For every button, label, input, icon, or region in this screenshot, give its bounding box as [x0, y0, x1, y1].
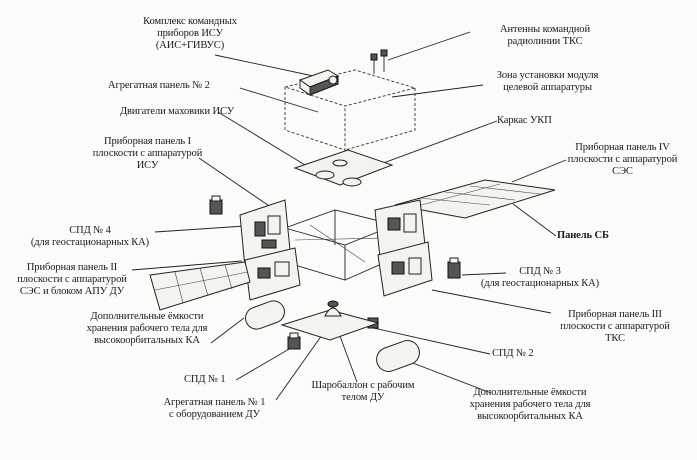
solar-array-right — [394, 179, 556, 219]
label-spd-1: СПД № 1 — [184, 374, 226, 385]
instrument-panel-3 — [377, 241, 433, 297]
label-line: Дополнительные ёмкости — [90, 311, 204, 322]
label-aggregate-panel-1: Агрегатная панель № 1 с оборудованием ДУ — [152, 397, 277, 421]
label-payload-zone: Зона установки модуля целевой аппаратуры — [485, 70, 610, 94]
tank-left — [245, 300, 285, 330]
label-spd-4: СПД № 4 (для геостационарных КА) — [20, 225, 160, 249]
label-line: высокоорбитальных КА — [94, 335, 200, 346]
label-tanks-left: Дополнительные ёмкости хранения рабочего… — [72, 311, 222, 347]
label-line: Дополнительные ёмкости — [473, 387, 587, 398]
tks-antennas — [370, 49, 388, 74]
label-line: плоскости с аппаратурой — [567, 154, 678, 165]
label-spd-2: СПД № 2 — [492, 348, 534, 359]
label-line: Зона установки модуля — [496, 70, 599, 81]
label-line: (для геостационарных КА) — [480, 278, 600, 289]
spd-4-thruster — [209, 195, 223, 215]
label-line: СЭС — [612, 166, 633, 177]
instrument-panel-4 — [374, 199, 426, 259]
label-line: с оборудованием ДУ — [169, 409, 260, 420]
instrument-panel-1 — [239, 199, 291, 269]
label-line: Комплекс командных — [143, 16, 237, 27]
label-isu-complex: Комплекс командных приборов ИСУ (АИС+ГИВ… — [135, 16, 245, 52]
label-line: целевой аппаратуры — [503, 82, 592, 93]
label-instrument-panel-1: Приборная панель I плоскости с аппаратур… — [85, 136, 210, 172]
label-tanks-right: Дополнительные ёмкости хранения рабочего… — [455, 387, 605, 423]
label-line: телом ДУ — [341, 392, 385, 403]
label-line: радиолинии ТКС — [507, 36, 583, 47]
label-line: ИСУ — [136, 160, 159, 171]
label-line: Приборная панель IV — [575, 142, 670, 153]
label-line: ТКС — [605, 333, 625, 344]
label-line: плоскости с аппаратурой — [560, 321, 670, 332]
label-line: (АИС+ГИВУС) — [155, 40, 225, 51]
label-line: СЭС и блоком АПУ ДУ — [19, 286, 125, 297]
label-line: Антенны командной — [500, 24, 590, 35]
label-instrument-panel-2: Приборная панель II плоскости с аппарату… — [8, 262, 136, 298]
label-line: (для геостационарных КА) — [30, 237, 150, 248]
label-line: СПД № 4 — [69, 225, 111, 236]
label-aggregate-panel-2: Агрегатная панель № 2 — [108, 80, 210, 91]
label-instrument-panel-3: Приборная панель III плоскости с аппарат… — [545, 309, 685, 345]
label-flywheel-engines: Двигатели маховики ИСУ — [120, 106, 235, 117]
label-line: Приборная панель I — [104, 136, 191, 147]
spd-1-thruster — [287, 332, 301, 350]
payload-zone-box — [283, 69, 417, 151]
label-line: высокоорбитальных КА — [477, 411, 583, 422]
aggregate-panel-1 — [280, 300, 380, 341]
label-line: хранения рабочего тела для — [469, 399, 591, 410]
label-line: плоскости с аппаратурой — [17, 274, 127, 285]
solar-array-left — [149, 261, 251, 311]
label-line: Агрегатная панель № 1 — [163, 397, 266, 408]
tank-right — [376, 340, 420, 372]
label-line: хранения рабочего тела для — [86, 323, 208, 334]
label-line: плоскости с аппаратурой — [92, 148, 203, 159]
label-panel-sb: Панель СБ — [557, 230, 609, 241]
label-tks-antennas: Антенны командной радиолинии ТКС — [480, 24, 610, 48]
label-line: СПД № 3 — [519, 266, 561, 277]
label-line: Приборная панель III — [568, 309, 662, 320]
aggregate-panel-2 — [293, 149, 394, 187]
leader-lines — [131, 31, 567, 401]
label-spd-3: СПД № 3 (для геостационарных КА) — [470, 266, 610, 290]
label-line: приборов ИСУ — [157, 28, 223, 39]
label-line: Шаробаллон с рабочим — [311, 380, 415, 391]
isu-instrument-block — [298, 69, 340, 96]
spd-3-thruster — [447, 257, 461, 279]
instrument-panel-2 — [244, 247, 301, 301]
label-ball-tank: Шаробаллон с рабочим телом ДУ — [308, 380, 418, 404]
label-line: Приборная панель II — [26, 262, 118, 273]
label-instrument-panel-4: Приборная панель IV плоскости с аппарату… — [560, 142, 685, 178]
label-ukp-frame: Каркас УКП — [497, 115, 552, 126]
